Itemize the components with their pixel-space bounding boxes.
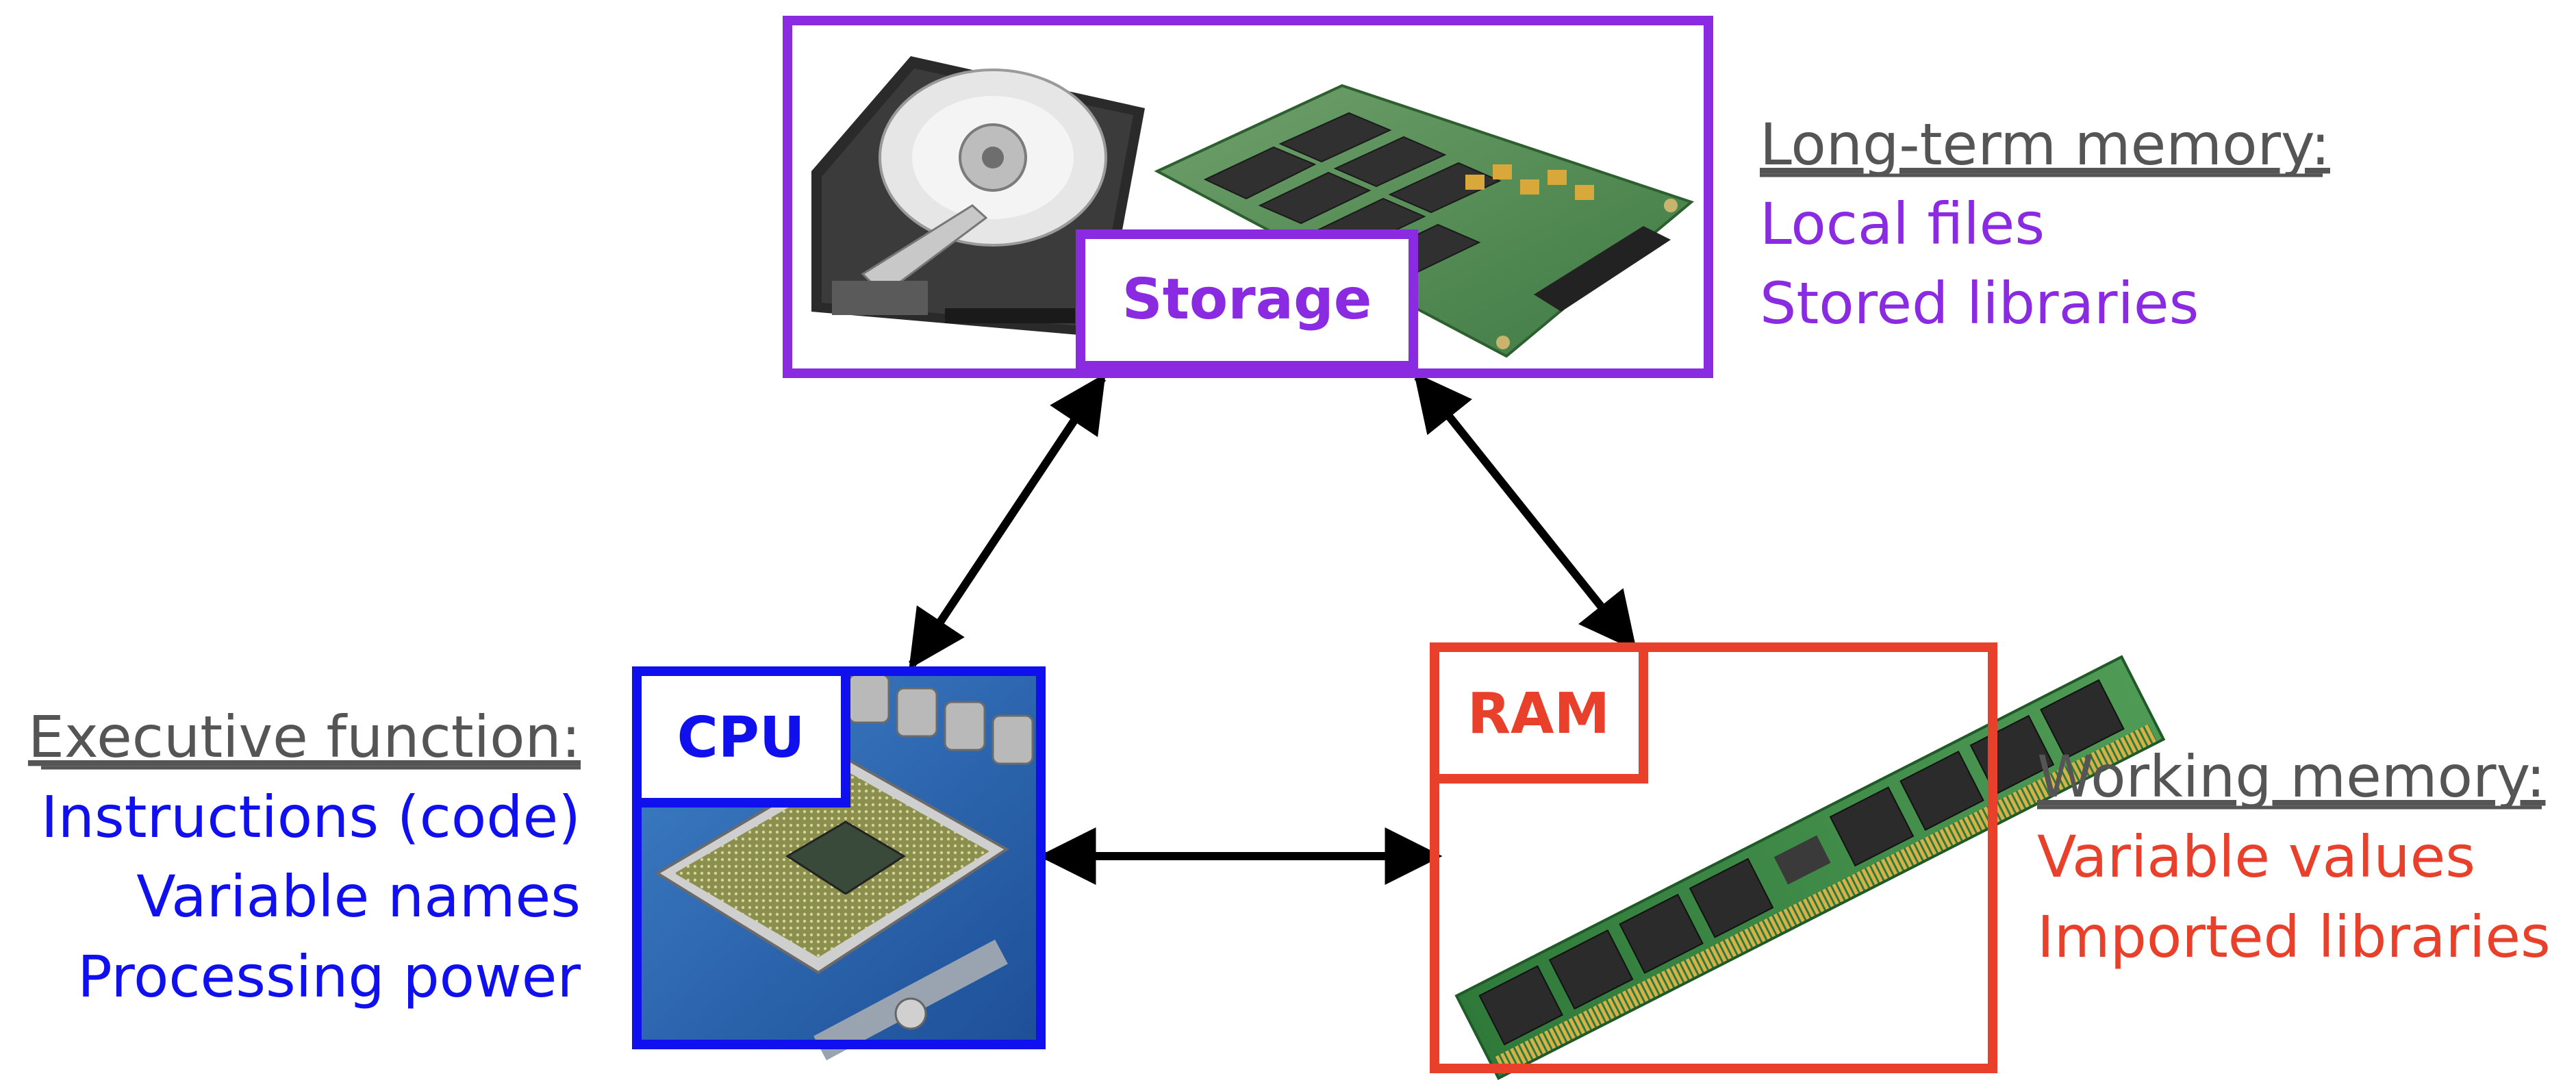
solid-state-drive-image <box>1154 84 1695 358</box>
ram-heading: Working memory: <box>2037 743 2545 810</box>
arrow-storage-ram <box>1413 372 1637 651</box>
storage-description: Long-term memory: Local files Stored lib… <box>1760 111 2330 337</box>
cpu-description: Executive function: Instructions (code) … <box>28 703 581 1010</box>
cpu-item: Processing power <box>77 943 581 1010</box>
ram-box <box>1430 642 1997 1073</box>
cpu-label: CPU <box>677 705 805 771</box>
connection-arrows <box>909 372 1637 885</box>
ram-label: RAM <box>1467 681 1610 747</box>
storage-label-box <box>1076 229 1418 371</box>
cpu-label-box <box>632 666 850 808</box>
storage-item: Local files <box>1760 190 2045 258</box>
storage-node: Storage <box>783 16 1713 378</box>
ram-label-box <box>1430 642 1648 784</box>
cpu-node: CPU <box>632 666 1046 1061</box>
ram-description: Working memory: Variable values Imported… <box>2037 743 2551 971</box>
hard-disk-drive-image <box>811 56 1145 337</box>
ram-node: RAM <box>1430 642 2166 1080</box>
storage-label: Storage <box>1122 267 1372 332</box>
storage-item: Stored libraries <box>1760 270 2199 337</box>
cpu-item: Instructions (code) <box>41 784 581 851</box>
cpu-heading: Executive function: <box>28 703 581 771</box>
storage-heading: Long-term memory: <box>1760 111 2330 178</box>
cpu-item: Variable names <box>136 863 581 930</box>
ram-item: Imported libraries <box>2037 903 2551 971</box>
arrow-storage-cpu <box>909 373 1106 669</box>
ram-item: Variable values <box>2037 823 2475 890</box>
storage-box <box>783 16 1713 378</box>
